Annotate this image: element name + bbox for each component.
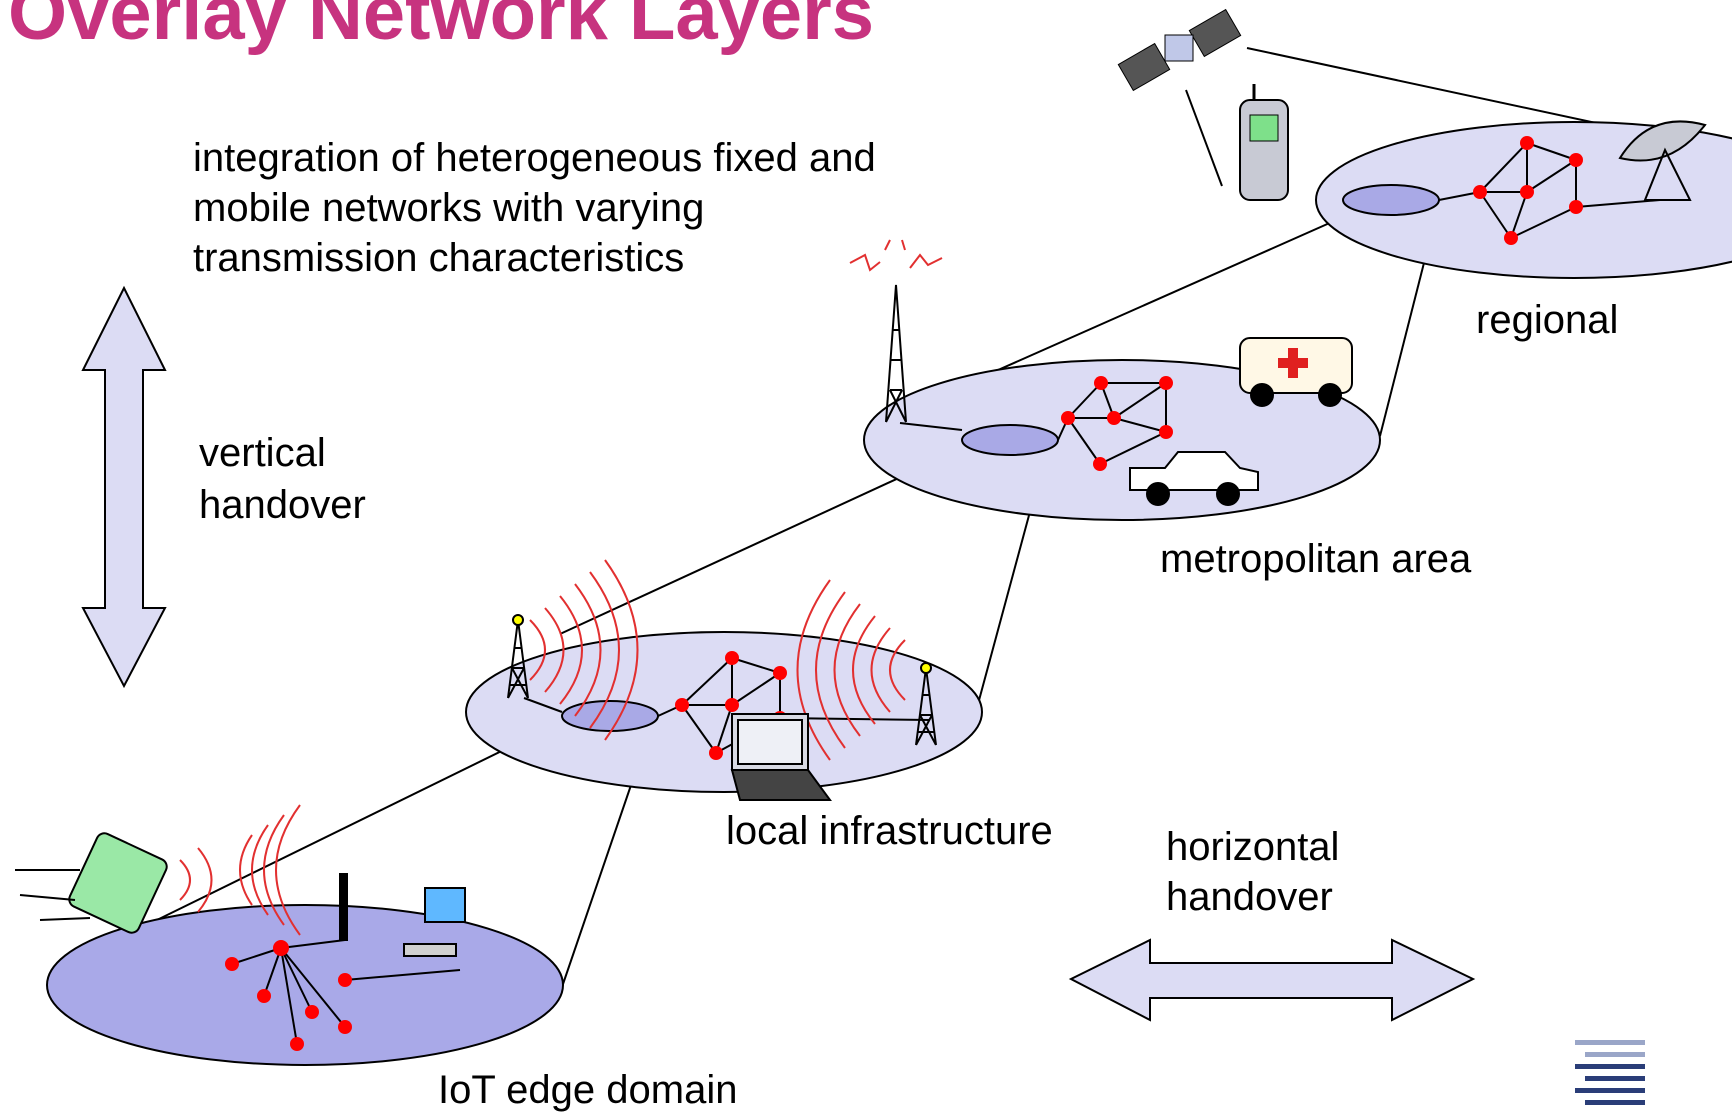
metro-nodes: [1061, 376, 1173, 471]
layer-label-metro: metropolitan area: [1160, 537, 1472, 581]
computer-icon: [403, 887, 466, 957]
regional-nodes: [1473, 136, 1583, 245]
access-point-antenna: [339, 873, 348, 941]
description-line-3: transmission characteristics: [193, 236, 685, 280]
regional-layer: [1315, 121, 1732, 279]
horizontal-handover-label-1: horizontal: [1166, 825, 1340, 869]
vertical-handover-arrow: [81, 285, 167, 689]
local-hub: [561, 700, 659, 732]
tablet-icon: [15, 832, 168, 934]
ambulance-icon: [1239, 337, 1353, 407]
slide-title: Overlay Network Layers: [8, 0, 875, 56]
description-line-2: mobile networks with varying: [193, 186, 705, 230]
tower-icon: [507, 614, 529, 699]
mobile-phone-icon: [1239, 84, 1289, 201]
layer-label-regional: regional: [1476, 298, 1619, 342]
local-links: [523, 657, 931, 754]
horizontal-handover-arrow: [1068, 938, 1476, 1022]
university-logo-icon: [1575, 1040, 1645, 1105]
iot-links: [231, 880, 461, 1045]
horizontal-handover-label-2: handover: [1166, 875, 1333, 919]
police-car-icon: [1129, 451, 1259, 506]
satellite-icon: [1117, 8, 1242, 92]
tower-icon: [915, 662, 937, 746]
metro-hub: [961, 424, 1059, 456]
regional-hub: [1342, 184, 1440, 216]
laptop-icon: [730, 713, 832, 801]
tower-icon: [885, 284, 907, 423]
description-line-1: integration of heterogeneous fixed and: [193, 136, 876, 180]
layer-label-local: local infrastructure: [726, 809, 1053, 853]
vertical-handover-label-2: handover: [199, 483, 366, 527]
satellite-dish-icon: [1618, 120, 1707, 201]
signal-sparks-icon: [849, 239, 943, 272]
iot-nodes: [225, 940, 352, 1051]
radio-waves: [179, 559, 906, 936]
vertical-handover-label-1: vertical: [199, 431, 326, 475]
layer-label-iot: IoT edge domain: [438, 1068, 738, 1112]
